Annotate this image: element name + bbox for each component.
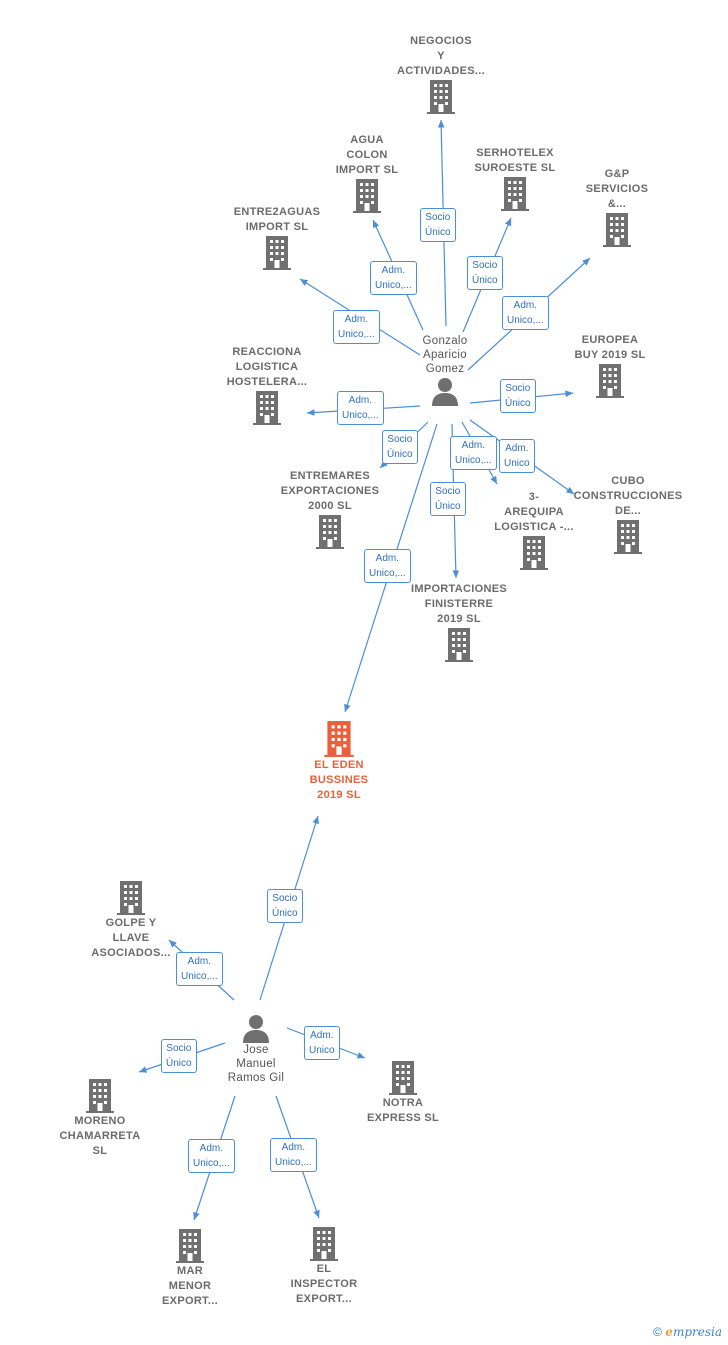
badge-adm-unico[interactable]: Adm. Unico,... xyxy=(176,952,223,986)
building-icon xyxy=(603,213,631,247)
company-entre2aguas[interactable]: ENTRE2AGUAS IMPORT SL xyxy=(217,205,337,271)
main-company-label: EL EDEN BUSSINES 2019 SL xyxy=(309,759,369,801)
badge-adm-unico[interactable]: Adm. Unico,... xyxy=(502,296,549,330)
badge-socio-unico[interactable]: Socio Único xyxy=(382,430,418,464)
badge-adm-unico[interactable]: Adm. Unico,... xyxy=(337,391,384,425)
building-icon xyxy=(445,628,473,662)
building-icon xyxy=(316,515,344,549)
building-icon xyxy=(596,364,624,398)
building-icon xyxy=(389,1061,417,1095)
company-label: NEGOCIOS Y ACTIVIDADES... xyxy=(397,35,485,77)
company-el-eden-main[interactable]: EL EDEN BUSSINES 2019 SL xyxy=(279,720,399,803)
badge-adm-unico[interactable]: Adm. Unico,... xyxy=(270,1138,317,1172)
company-label: MAR MENOR EXPORT... xyxy=(162,1265,218,1307)
company-reacciona[interactable]: REACCIONA LOGISTICA HOSTELERA... xyxy=(207,345,327,426)
company-arequipa[interactable]: 3- AREQUIPA LOGISTICA -... xyxy=(474,490,594,571)
company-entremares[interactable]: ENTREMARES EXPORTACIONES 2000 SL xyxy=(270,469,390,550)
person-name: Jose Manuel Ramos Gil xyxy=(227,1044,285,1084)
company-label: 3- AREQUIPA LOGISTICA -... xyxy=(494,491,574,533)
badge-adm-unico-short[interactable]: Adm. Unico xyxy=(304,1026,340,1060)
company-label: MORENO CHAMARRETA SL xyxy=(59,1115,141,1157)
building-icon xyxy=(253,391,281,425)
badge-adm-unico-short[interactable]: Adm. Unico xyxy=(499,439,535,473)
company-label: EUROPEA BUY 2019 SL xyxy=(574,334,646,361)
badge-adm-unico[interactable]: Adm. Unico,... xyxy=(188,1139,235,1173)
company-negocios[interactable]: NEGOCIOS Y ACTIVIDADES... xyxy=(381,34,501,115)
empresia-logo: © empresia xyxy=(653,1325,722,1339)
company-label: NOTRA EXPRESS SL xyxy=(366,1097,440,1124)
company-importaciones[interactable]: IMPORTACIONES FINISTERRE 2019 SL xyxy=(399,582,519,663)
building-icon xyxy=(263,236,291,270)
company-mar-menor[interactable]: MAR MENOR EXPORT... xyxy=(130,1228,250,1309)
company-serhotelex[interactable]: SERHOTELEX SUROESTE SL xyxy=(455,146,575,212)
company-label: CUBO CONSTRUCCIONES DE... xyxy=(573,475,683,517)
building-icon xyxy=(310,1227,338,1261)
company-label: SERHOTELEX SUROESTE SL xyxy=(474,147,556,174)
building-icon xyxy=(520,536,548,570)
badge-adm-unico[interactable]: Adm. Unico,... xyxy=(364,549,411,583)
company-golpe-y-llave[interactable]: GOLPE Y LLAVE ASOCIADOS... xyxy=(71,880,191,961)
company-notra-express[interactable]: NOTRA EXPRESS SL xyxy=(343,1060,463,1126)
badge-adm-unico[interactable]: Adm. Unico,... xyxy=(450,436,497,470)
building-icon xyxy=(176,1229,204,1263)
building-icon xyxy=(501,177,529,211)
person-gonzalo[interactable]: Gonzalo Aparicio Gomez xyxy=(385,334,505,406)
company-cubo[interactable]: CUBO CONSTRUCCIONES DE... xyxy=(568,474,688,555)
company-gp-servicios[interactable]: G&P SERVICIOS &... xyxy=(557,167,677,248)
brand-initial: e xyxy=(665,1325,673,1339)
brand-name: mpresia xyxy=(672,1325,722,1339)
badge-socio-unico[interactable]: Socio Único xyxy=(420,208,456,242)
company-agua-colon[interactable]: AGUA COLON IMPORT SL xyxy=(307,133,427,214)
person-icon xyxy=(243,1015,269,1043)
company-europea-buy[interactable]: EUROPEA BUY 2019 SL xyxy=(550,333,670,399)
person-jose[interactable]: Jose Manuel Ramos Gil xyxy=(196,1013,316,1085)
person-icon xyxy=(432,378,458,406)
company-label: EL INSPECTOR EXPORT... xyxy=(290,1263,358,1305)
company-label: ENTREMARES EXPORTACIONES 2000 SL xyxy=(280,470,380,512)
company-label: ENTRE2AGUAS IMPORT SL xyxy=(233,206,321,233)
company-label: G&P SERVICIOS &... xyxy=(585,168,649,210)
badge-socio-unico[interactable]: Socio Único xyxy=(430,482,466,516)
company-label: GOLPE Y LLAVE ASOCIADOS... xyxy=(91,917,171,959)
company-el-inspector[interactable]: EL INSPECTOR EXPORT... xyxy=(264,1226,384,1307)
company-moreno[interactable]: MORENO CHAMARRETA SL xyxy=(40,1078,160,1159)
copyright-symbol: © xyxy=(653,1325,662,1339)
building-icon xyxy=(117,881,145,915)
building-icon xyxy=(324,721,354,757)
badge-adm-unico[interactable]: Adm. Unico,... xyxy=(370,261,417,295)
badge-socio-unico[interactable]: Socio Único xyxy=(500,379,536,413)
badge-socio-unico[interactable]: Socio Único xyxy=(161,1039,197,1073)
company-label: REACCIONA LOGISTICA HOSTELERA... xyxy=(226,346,308,388)
building-icon xyxy=(427,80,455,114)
badge-socio-unico[interactable]: Socio Único xyxy=(267,889,303,923)
building-icon xyxy=(614,520,642,554)
company-label: IMPORTACIONES FINISTERRE 2019 SL xyxy=(411,583,507,625)
badge-adm-unico[interactable]: Adm. Unico,... xyxy=(333,310,380,344)
company-label: AGUA COLON IMPORT SL xyxy=(335,134,399,176)
building-icon xyxy=(86,1079,114,1113)
person-name: Gonzalo Aparicio Gomez xyxy=(422,335,468,375)
badge-socio-unico[interactable]: Socio Único xyxy=(467,256,503,290)
building-icon xyxy=(353,179,381,213)
